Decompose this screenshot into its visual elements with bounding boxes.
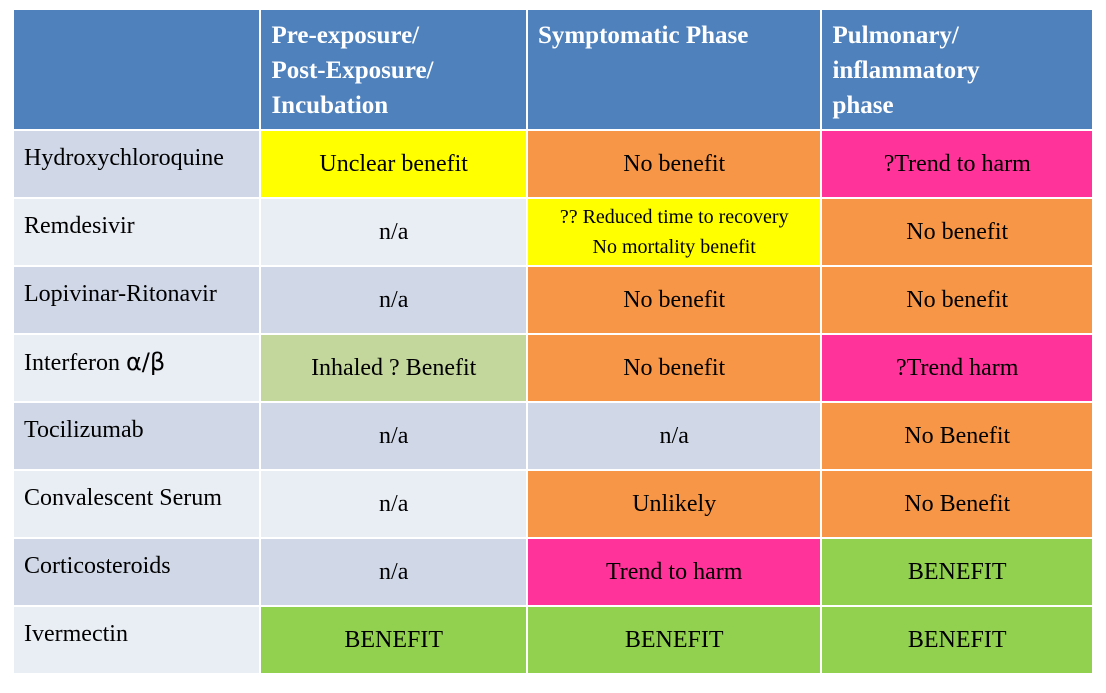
phase-cell: n/a — [261, 539, 526, 605]
phase-cell: BENEFIT — [822, 539, 1092, 605]
header-line: Post-Exposure/ — [271, 57, 434, 84]
drug-name: Ivermectin — [14, 607, 260, 673]
drug-name-cell: Interferon α/β — [14, 335, 260, 401]
phase-cell: Trend to harm — [527, 539, 821, 605]
phase-cell: No benefit — [527, 267, 821, 333]
treatment-table-container: Pre-exposure/ Post-Exposure/ Incubation … — [12, 8, 1094, 675]
cell-line: ?? Reduced time to recovery — [559, 206, 789, 228]
header-symptomatic: Symptomatic Phase — [527, 10, 821, 129]
phase-cell: No benefit — [822, 267, 1092, 333]
phase-cell: No Benefit — [822, 471, 1092, 537]
drug-name: Hydroxychloroquine — [14, 131, 260, 197]
header-row: Pre-exposure/ Post-Exposure/ Incubation … — [14, 10, 1092, 129]
phase-cell: n/a — [527, 403, 821, 469]
phase-cell: n/a — [261, 199, 526, 265]
table-row: Hydroxychloroquine Unclear benefit No be… — [14, 131, 1092, 197]
drug-name: Tocilizumab — [14, 403, 260, 469]
header-line: Pre-exposure/ — [271, 22, 420, 49]
phase-cell: Unclear benefit — [261, 131, 526, 197]
phase-cell: n/a — [261, 267, 526, 333]
table-row: Tocilizumab n/a n/a No Benefit — [14, 403, 1092, 469]
phase-cell: Inhaled ? Benefit — [261, 335, 526, 401]
phase-cell: No benefit — [527, 335, 821, 401]
phase-cell: ?? Reduced time to recovery No mortality… — [527, 199, 821, 265]
cell-line: No mortality benefit — [592, 236, 756, 258]
header-line: phase — [832, 92, 894, 119]
phase-cell: n/a — [261, 471, 526, 537]
header-line: Incubation — [271, 92, 389, 119]
phase-cell: No benefit — [822, 199, 1092, 265]
phase-cell: Unlikely — [527, 471, 821, 537]
greek-symbols: α/β — [125, 348, 166, 376]
table-row: Ivermectin BENEFIT BENEFIT BENEFIT — [14, 607, 1092, 673]
phase-cell: BENEFIT — [822, 607, 1092, 673]
phase-cell: ?Trend harm — [822, 335, 1092, 401]
header-corner — [14, 10, 260, 129]
table-row: Remdesivir n/a ?? Reduced time to recove… — [14, 199, 1092, 265]
drug-name: Remdesivir — [14, 199, 260, 265]
header-line: Symptomatic Phase — [537, 22, 749, 49]
header-line: Pulmonary/ — [832, 22, 959, 49]
drug-name: Interferon — [24, 350, 120, 376]
phase-cell: ?Trend to harm — [822, 131, 1092, 197]
drug-name: Lopivinar-Ritonavir — [14, 267, 260, 333]
table-row: Lopivinar-Ritonavir n/a No benefit No be… — [14, 267, 1092, 333]
phase-cell: No Benefit — [822, 403, 1092, 469]
phase-cell: BENEFIT — [527, 607, 821, 673]
phase-cell: BENEFIT — [261, 607, 526, 673]
phase-cell: No benefit — [527, 131, 821, 197]
table-row: Corticosteroids n/a Trend to harm BENEFI… — [14, 539, 1092, 605]
drug-name: Convalescent Serum — [14, 471, 260, 537]
header-line: inflammatory — [832, 57, 980, 84]
table-row: Interferon α/β Inhaled ? Benefit No bene… — [14, 335, 1092, 401]
drug-name: Corticosteroids — [14, 539, 260, 605]
phase-cell: n/a — [261, 403, 526, 469]
table-row: Convalescent Serum n/a Unlikely No Benef… — [14, 471, 1092, 537]
header-pulmonary: Pulmonary/ inflammatory phase — [822, 10, 1092, 129]
treatment-phase-table: Pre-exposure/ Post-Exposure/ Incubation … — [12, 8, 1094, 675]
header-preexposure: Pre-exposure/ Post-Exposure/ Incubation — [261, 10, 526, 129]
